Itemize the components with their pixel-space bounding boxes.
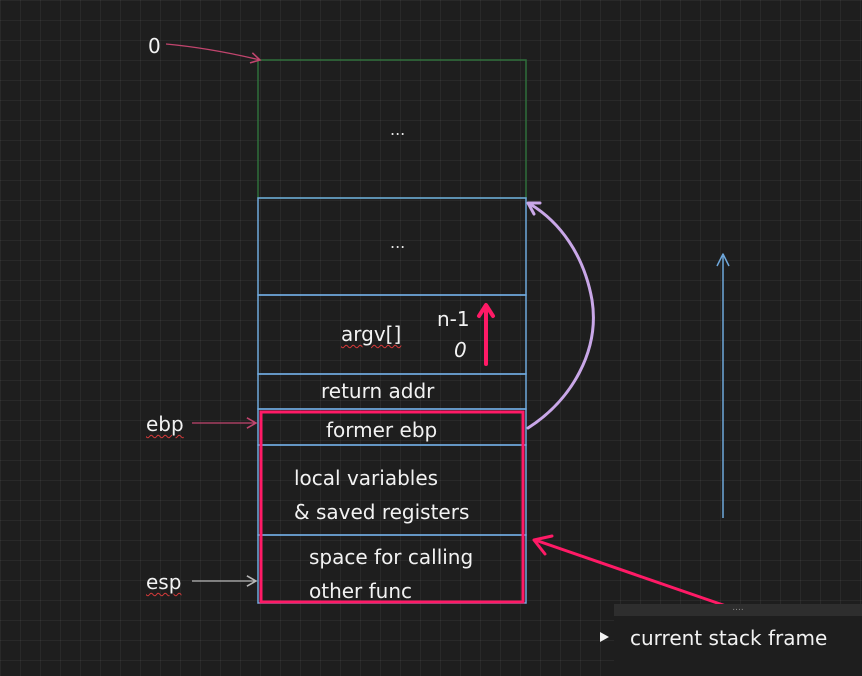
legend-pointer-arrow xyxy=(536,539,728,608)
upper-block-ellipsis: ... xyxy=(390,233,406,252)
legend-bullet-icon xyxy=(600,632,609,642)
current-frame-highlight xyxy=(259,410,525,604)
stack-growth-arrow-head xyxy=(716,253,730,267)
legend-drag-handle[interactable]: .... xyxy=(614,604,862,616)
return-addr-label: return addr xyxy=(321,379,435,403)
former-ebp-link-arrow-head xyxy=(526,201,542,216)
call-space-line-2: other func xyxy=(309,579,413,603)
upper-region-ellipsis: ... xyxy=(390,120,406,139)
address-zero-label: 0 xyxy=(148,34,161,58)
argv-index-arrow-head xyxy=(477,303,495,318)
former-ebp-label: former ebp xyxy=(326,418,438,442)
esp-label: esp xyxy=(146,570,182,594)
call-space-line-1: space for calling xyxy=(309,545,474,569)
legend-pointer-arrow-head xyxy=(532,534,554,556)
legend-label: current stack frame xyxy=(630,626,828,650)
former-ebp-link-arrow xyxy=(526,202,595,430)
locals-line-2: & saved registers xyxy=(294,500,470,524)
locals-line-1: local variables xyxy=(294,466,439,490)
ebp-label: ebp xyxy=(146,412,184,436)
argv-text: argv[] xyxy=(341,322,402,346)
argv-label: argv[] xyxy=(341,324,401,344)
argv-low-index: 0 xyxy=(454,338,467,362)
zero-pointer-arrow xyxy=(165,43,262,64)
argv-high-index: n-1 xyxy=(437,307,470,331)
legend-panel: .... xyxy=(614,604,862,676)
